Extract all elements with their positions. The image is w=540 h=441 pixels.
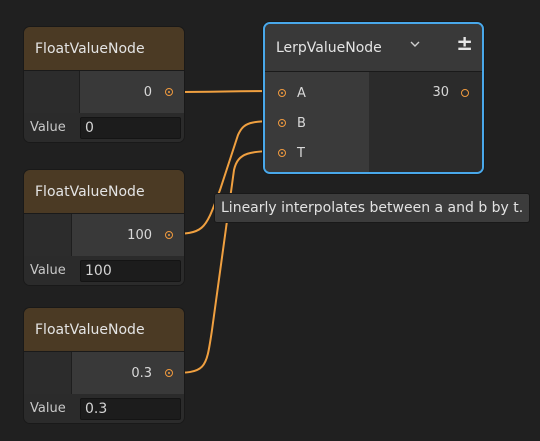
output-port[interactable] [461, 89, 469, 97]
input-port-a[interactable] [278, 89, 286, 97]
value-label: Value [30, 401, 66, 416]
node-title-text: LerpValueNode [276, 39, 382, 56]
wire-float3-to-t [168, 150, 283, 374]
node-title[interactable]: LerpValueNode ± [265, 24, 482, 72]
plus-minus-icon[interactable]: ± [456, 31, 473, 55]
value-field[interactable]: 0 [80, 116, 181, 139]
chevron-down-icon[interactable] [410, 37, 420, 53]
output-port[interactable] [165, 231, 173, 239]
node-title[interactable]: FloatValueNode [24, 170, 184, 214]
input-port-t[interactable] [278, 149, 286, 157]
node-title[interactable]: FloatValueNode [24, 308, 184, 352]
output-value: 30 [432, 85, 449, 100]
input-label-a: A [297, 85, 306, 101]
float-value-node-3[interactable]: FloatValueNode 0.3 Value 0.3 [24, 308, 184, 423]
node-title[interactable]: FloatValueNode [24, 27, 184, 71]
lerp-value-node[interactable]: LerpValueNode ± A B T 30 [263, 22, 484, 174]
float-value-node-1[interactable]: FloatValueNode 0 Value 0 [24, 27, 184, 142]
output-port[interactable] [165, 88, 173, 96]
float-value-node-2[interactable]: FloatValueNode 100 Value 100 [24, 170, 184, 285]
input-port-b[interactable] [278, 119, 286, 127]
output-row: 100 [24, 214, 184, 256]
value-label: Value [30, 263, 66, 278]
output-area: 30 [369, 72, 482, 172]
value-field[interactable]: 100 [80, 259, 181, 282]
input-ports: A B T [265, 72, 369, 172]
output-port[interactable] [165, 369, 173, 377]
output-row: 0 [24, 71, 184, 113]
output-row: 0.3 [24, 352, 184, 394]
value-label: Value [30, 120, 66, 135]
value-field[interactable]: 0.3 [80, 397, 181, 420]
input-label-b: B [297, 115, 306, 131]
tooltip: Linearly interpolates between a and b by… [214, 193, 531, 223]
input-label-t: T [297, 145, 305, 161]
